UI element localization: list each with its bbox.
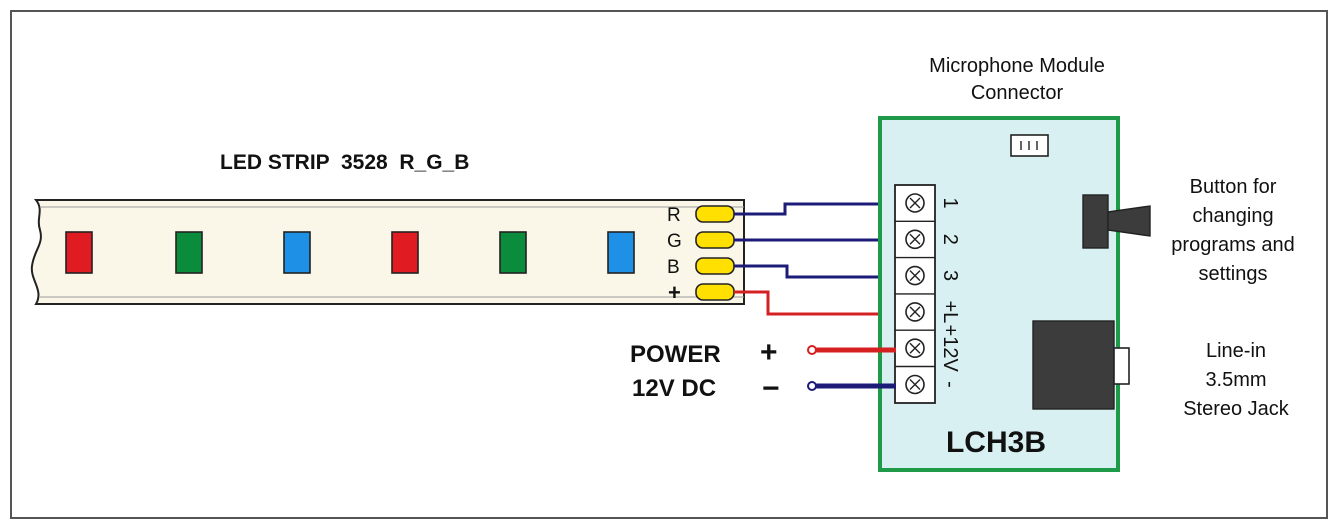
module-name: LCH3B	[946, 426, 1046, 459]
pad-g	[695, 231, 735, 249]
button-body	[1082, 194, 1109, 249]
power-labels: POWER 12V DC + −	[630, 336, 780, 405]
terminal-screw-cross	[909, 306, 921, 318]
pad-label-plus: +	[668, 280, 681, 305]
terminal-labels: 1 2 3 +L+12V -	[939, 197, 961, 387]
mic-label-line2: Connector	[971, 82, 1064, 104]
button-label-line3: programs and	[1171, 234, 1294, 256]
led-1	[65, 231, 93, 274]
power-plus-sign: +	[760, 336, 778, 369]
led-strip	[30, 199, 745, 305]
button-label-line2: changing	[1192, 205, 1273, 227]
power-minus-sign: −	[762, 372, 780, 405]
jack-body	[1032, 320, 1115, 410]
led-2	[175, 231, 203, 274]
button-actuator	[1107, 205, 1151, 237]
wire-plus	[734, 290, 895, 316]
led-group	[65, 231, 635, 274]
power-minus-terminal	[807, 381, 817, 391]
terminal-label: -	[939, 381, 961, 388]
terminal-label: 3	[939, 270, 961, 281]
terminal-screw-cross	[909, 379, 921, 390]
button-label: Button for changing programs and setting…	[1171, 176, 1294, 285]
pad-labels: R G B +	[667, 205, 682, 305]
terminal-label: +12V	[939, 325, 961, 373]
mic-label: Microphone Module Connector	[929, 55, 1105, 104]
terminal-screw-cross	[909, 233, 921, 245]
wire-r	[734, 202, 895, 216]
terminal-screw-cross	[909, 270, 921, 282]
terminal-label: 1	[939, 197, 961, 208]
terminal-label: 2	[939, 234, 961, 245]
power-line2: 12V DC	[632, 375, 716, 402]
wire-b	[734, 264, 895, 279]
stereo-jack	[1032, 320, 1130, 410]
led-3	[283, 231, 311, 274]
pad-plus	[695, 283, 735, 301]
program-button	[1082, 194, 1151, 249]
jack-label: Line-in 3.5mm Stereo Jack	[1183, 340, 1290, 420]
led-4	[391, 231, 419, 274]
mic-label-line1: Microphone Module	[929, 55, 1105, 77]
strip-pads	[695, 205, 735, 301]
terminal-block	[894, 184, 936, 404]
pad-r	[695, 205, 735, 223]
jack-label-line3: Stereo Jack	[1183, 398, 1290, 420]
pad-label-r: R	[667, 205, 681, 226]
led-6	[607, 231, 635, 274]
power-plus-terminal	[807, 345, 817, 355]
power-line1: POWER	[630, 341, 721, 368]
pad-label-b: B	[667, 257, 680, 278]
power-wires	[814, 347, 896, 389]
terminal-label: +L	[939, 300, 961, 323]
pad-label-g: G	[667, 231, 682, 252]
jack-label-line1: Line-in	[1206, 340, 1266, 362]
led-5	[499, 231, 527, 274]
terminal-screw-cross	[909, 197, 921, 209]
jack-socket	[1113, 347, 1130, 385]
strip-title: LED STRIP 3528 R_G_B	[220, 151, 469, 174]
terminal-screw-cross	[909, 342, 921, 354]
terminal-screws	[895, 193, 935, 395]
mic-connector	[1010, 134, 1049, 157]
wires	[734, 202, 895, 316]
button-label-line1: Button for	[1190, 176, 1277, 198]
pad-b	[695, 257, 735, 275]
jack-label-line2: 3.5mm	[1205, 369, 1266, 391]
button-label-line4: settings	[1199, 263, 1268, 285]
